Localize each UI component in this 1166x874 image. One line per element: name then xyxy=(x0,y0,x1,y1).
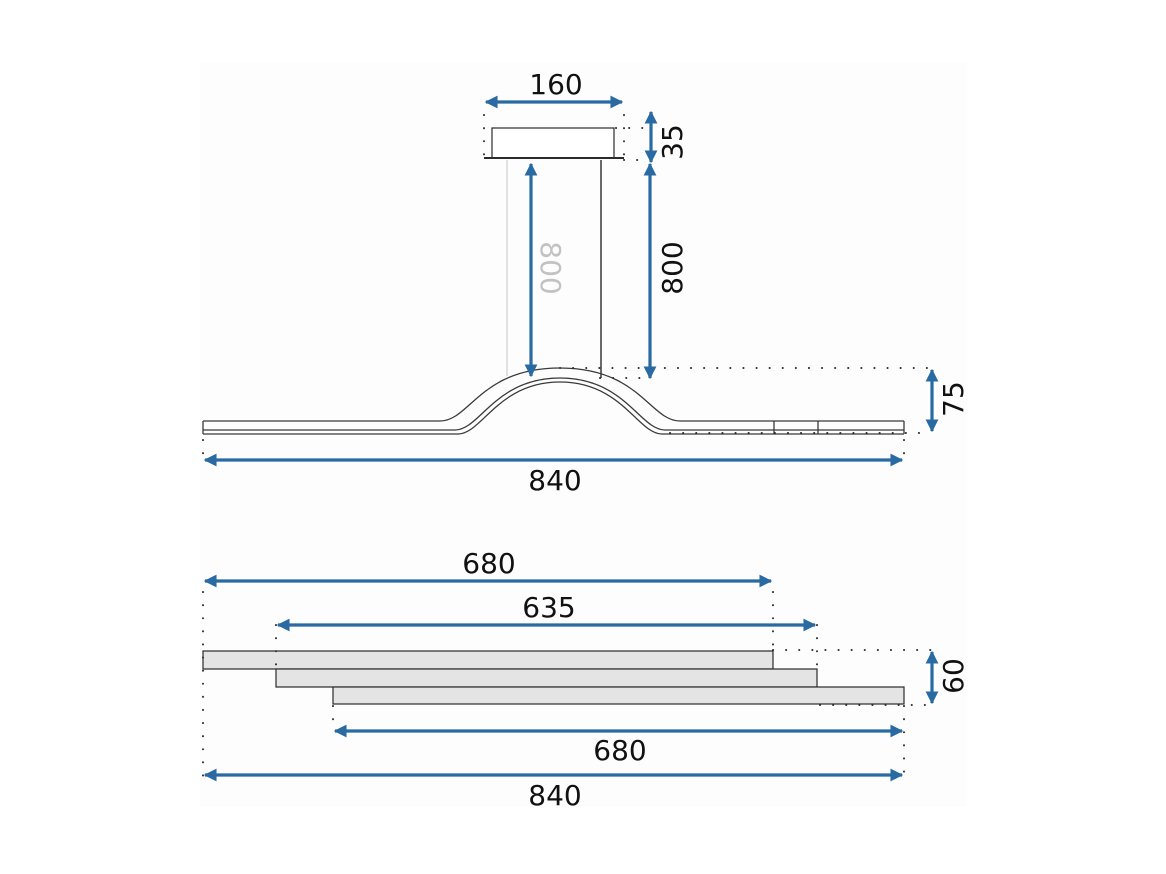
label-total-length-top: 840 xyxy=(528,779,581,812)
lamp-body-arched xyxy=(202,367,905,435)
extension-lines xyxy=(202,114,931,463)
bar-top xyxy=(202,650,774,670)
label-total-height: 60 xyxy=(937,658,970,694)
label-bottom-bar: 680 xyxy=(593,734,646,767)
top-view: 680 635 60 680 840 xyxy=(202,547,970,812)
bar-bottom xyxy=(332,686,905,705)
label-total-length-side: 840 xyxy=(528,464,581,497)
label-cable-ghost: 800 xyxy=(534,241,567,294)
label-cable: 800 xyxy=(656,241,689,294)
extension-lines-top xyxy=(202,591,933,777)
label-canopy-height: 35 xyxy=(656,124,689,160)
label-top-bar: 680 xyxy=(462,547,515,580)
dimension-arrows-top xyxy=(203,574,939,782)
bar-middle xyxy=(275,668,818,688)
label-arch-height: 75 xyxy=(937,381,970,417)
label-canopy-width: 160 xyxy=(529,68,582,101)
dimension-arrows-side xyxy=(203,95,939,467)
side-view: 160 35 800 800 75 840 xyxy=(202,68,970,497)
ceiling-canopy xyxy=(484,127,624,159)
label-middle-bar: 635 xyxy=(522,591,575,624)
